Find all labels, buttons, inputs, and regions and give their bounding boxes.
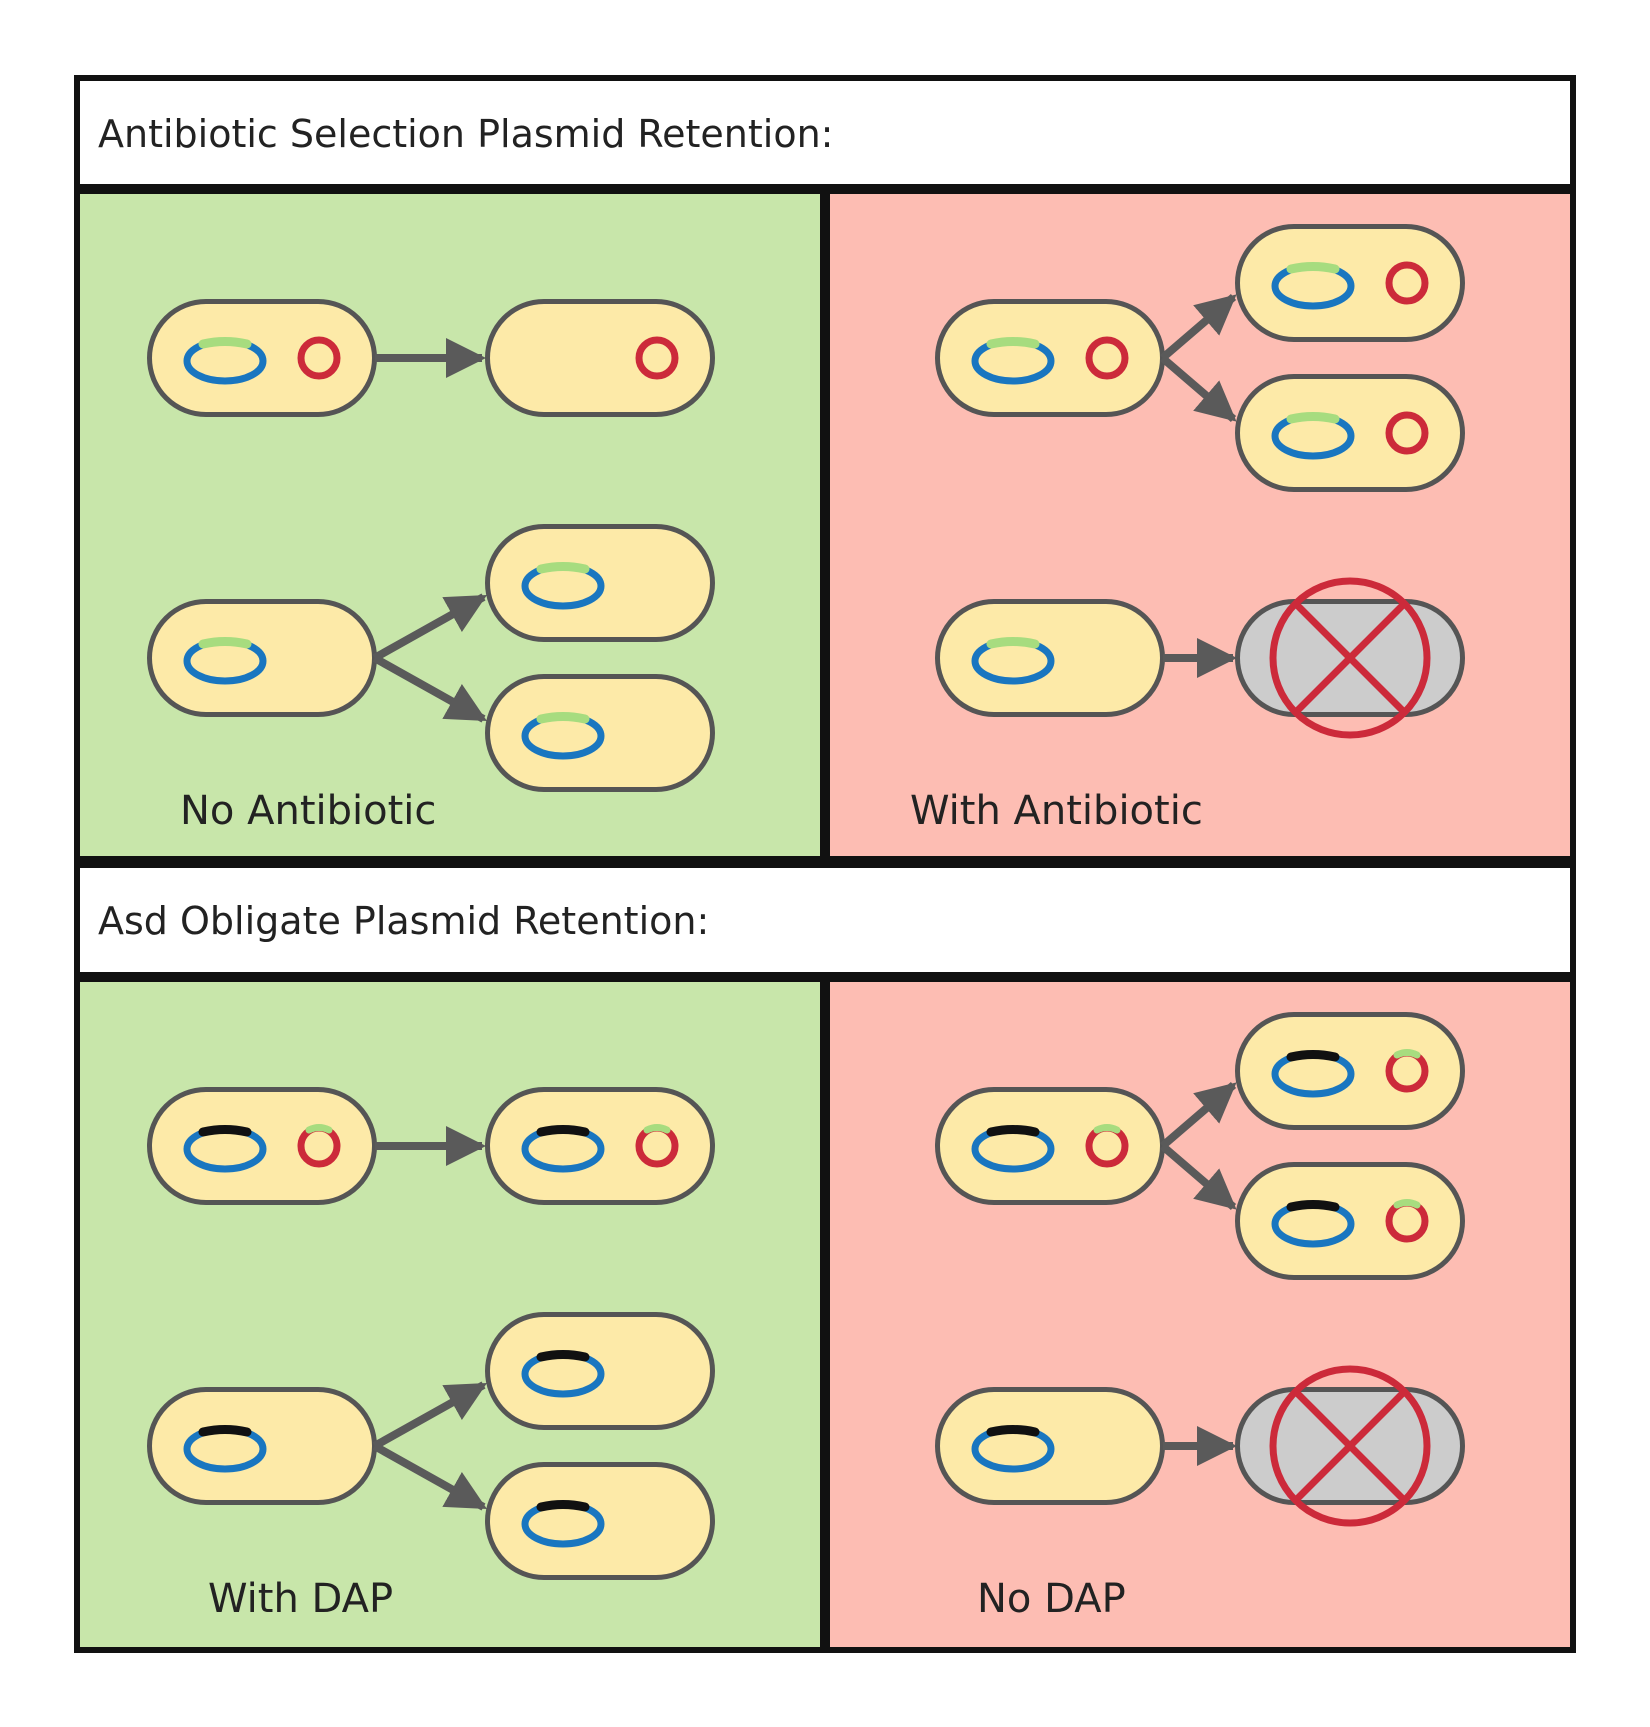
antibiotic-resistance-marker — [198, 337, 252, 349]
panel-label-no-dap: No DAP — [977, 1576, 1126, 1622]
arrow — [1159, 354, 1237, 423]
death-circle — [1269, 577, 1431, 739]
dead-cell — [1235, 577, 1465, 739]
death-circle — [1269, 1365, 1431, 1527]
antibiotic-resistance-marker — [1286, 412, 1340, 424]
antibiotic-resistance-marker — [536, 712, 590, 724]
asd-gene-marker — [198, 1425, 252, 1437]
chromosome-antibiotic-marker — [305, 1124, 333, 1134]
antibiotic-resistance-marker — [1286, 262, 1340, 274]
bacterial-cell — [147, 1087, 377, 1205]
bacterial-cell — [935, 599, 1165, 717]
bacterial-cell — [1235, 374, 1465, 492]
asd-gene-marker — [536, 1500, 590, 1512]
chromosome-antibiotic-marker — [1093, 1124, 1121, 1134]
bacterial-cell — [485, 524, 715, 642]
bacterial-cell — [485, 1087, 715, 1205]
arrow — [1159, 1142, 1237, 1211]
bacterial-cell — [1235, 1012, 1465, 1130]
cell-body — [485, 299, 715, 417]
section-1-title: Antibiotic Selection Plasmid Retention: — [98, 112, 833, 156]
arrow — [372, 593, 487, 662]
cells-layer — [147, 224, 1465, 1580]
chromosome-ring — [635, 336, 679, 380]
bacterial-cell — [485, 299, 715, 417]
bacterial-cell — [485, 1462, 715, 1580]
asd-gene-marker — [986, 1125, 1040, 1137]
antibiotic-resistance-marker — [536, 562, 590, 574]
asd-gene-marker — [536, 1350, 590, 1362]
antibiotic-resistance-marker — [986, 337, 1040, 349]
dead-cell — [1235, 1365, 1465, 1527]
asd-gene-marker — [986, 1425, 1040, 1437]
section-2-title-box — [80, 868, 1570, 972]
death-cross-line — [1293, 601, 1407, 715]
chromosome-ring — [297, 336, 341, 380]
antibiotic-resistance-marker — [986, 637, 1040, 649]
chromosome-ring — [1385, 411, 1429, 455]
bacterial-cell — [147, 299, 377, 417]
bacterial-cell — [147, 1387, 377, 1505]
asd-gene-marker — [1286, 1200, 1340, 1212]
chromosome-antibiotic-marker — [643, 1124, 671, 1134]
antibiotic-resistance-marker — [198, 637, 252, 649]
bacterial-cell — [935, 1087, 1165, 1205]
panel-label-no-antibiotic: No Antibiotic — [180, 788, 436, 834]
chromosome-ring — [1385, 261, 1429, 305]
chromosome-antibiotic-marker — [1393, 1049, 1421, 1059]
chromosome-antibiotic-marker — [1393, 1199, 1421, 1209]
arrow — [1159, 1081, 1237, 1150]
asd-gene-marker — [1286, 1050, 1340, 1062]
arrow — [372, 1381, 487, 1450]
asd-gene-marker — [198, 1125, 252, 1137]
section-2-title: Asd Obligate Plasmid Retention: — [98, 899, 709, 943]
arrow — [1159, 293, 1237, 362]
section-1-title-box — [80, 81, 1570, 184]
bacterial-cell — [935, 299, 1165, 417]
panel-label-with-antibiotic: With Antibiotic — [910, 788, 1203, 834]
bacterial-cell — [485, 1312, 715, 1430]
bacterial-cell — [485, 674, 715, 792]
death-cross-line — [1293, 1389, 1407, 1503]
panel-label-with-dap: With DAP — [208, 1576, 393, 1622]
asd-gene-marker — [536, 1125, 590, 1137]
bacterial-cell — [1235, 1162, 1465, 1280]
bacterial-cell — [147, 599, 377, 717]
arrow — [372, 654, 487, 723]
bacterial-cell — [935, 1387, 1165, 1505]
bacterial-cell — [1235, 224, 1465, 342]
arrow — [372, 1442, 487, 1511]
chromosome-ring — [1085, 336, 1129, 380]
